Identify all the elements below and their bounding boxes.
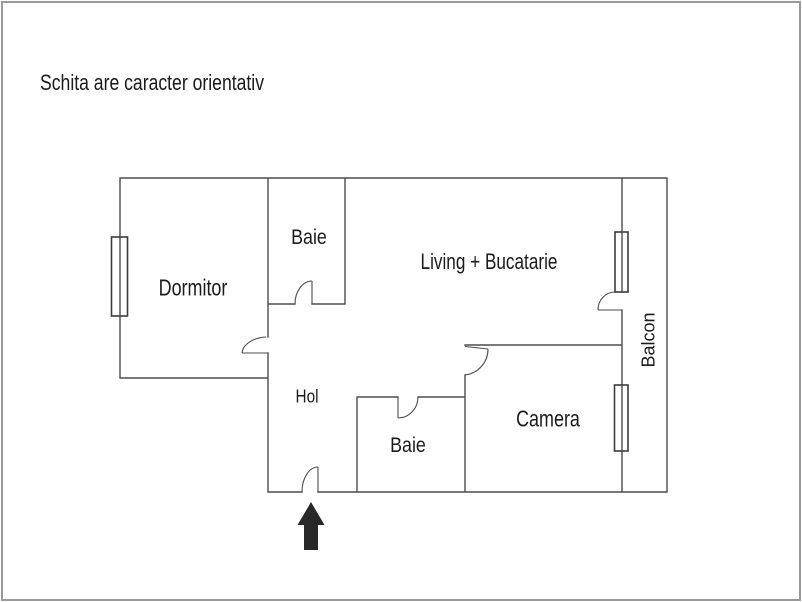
window-camera <box>613 384 629 452</box>
window-dormitor <box>110 236 129 317</box>
disclaimer-text: Schita are caracter orientativ <box>40 70 265 95</box>
door-balcon <box>597 291 622 311</box>
door-camera <box>464 345 489 376</box>
room-label-baie-bottom: Baie <box>390 434 426 457</box>
windows <box>110 231 629 452</box>
door-baie-top <box>294 280 313 305</box>
door-entrance <box>301 466 319 493</box>
room-label-camera: Camera <box>516 405 580 432</box>
room-label-balcon: Balcon <box>638 312 659 368</box>
doors <box>241 280 622 493</box>
room-label-baie-top: Baie <box>291 226 327 249</box>
entrance-arrow-icon <box>297 502 325 550</box>
door-dormitor <box>241 336 268 354</box>
room-label-hol: Hol <box>295 386 319 407</box>
walls <box>119 177 668 493</box>
room-label-dormitor: Dormitor <box>158 274 228 301</box>
door-baie-bottom <box>397 396 419 419</box>
room-label-living-bucatarie: Living + Bucatarie <box>420 249 558 274</box>
window-living <box>614 231 629 293</box>
